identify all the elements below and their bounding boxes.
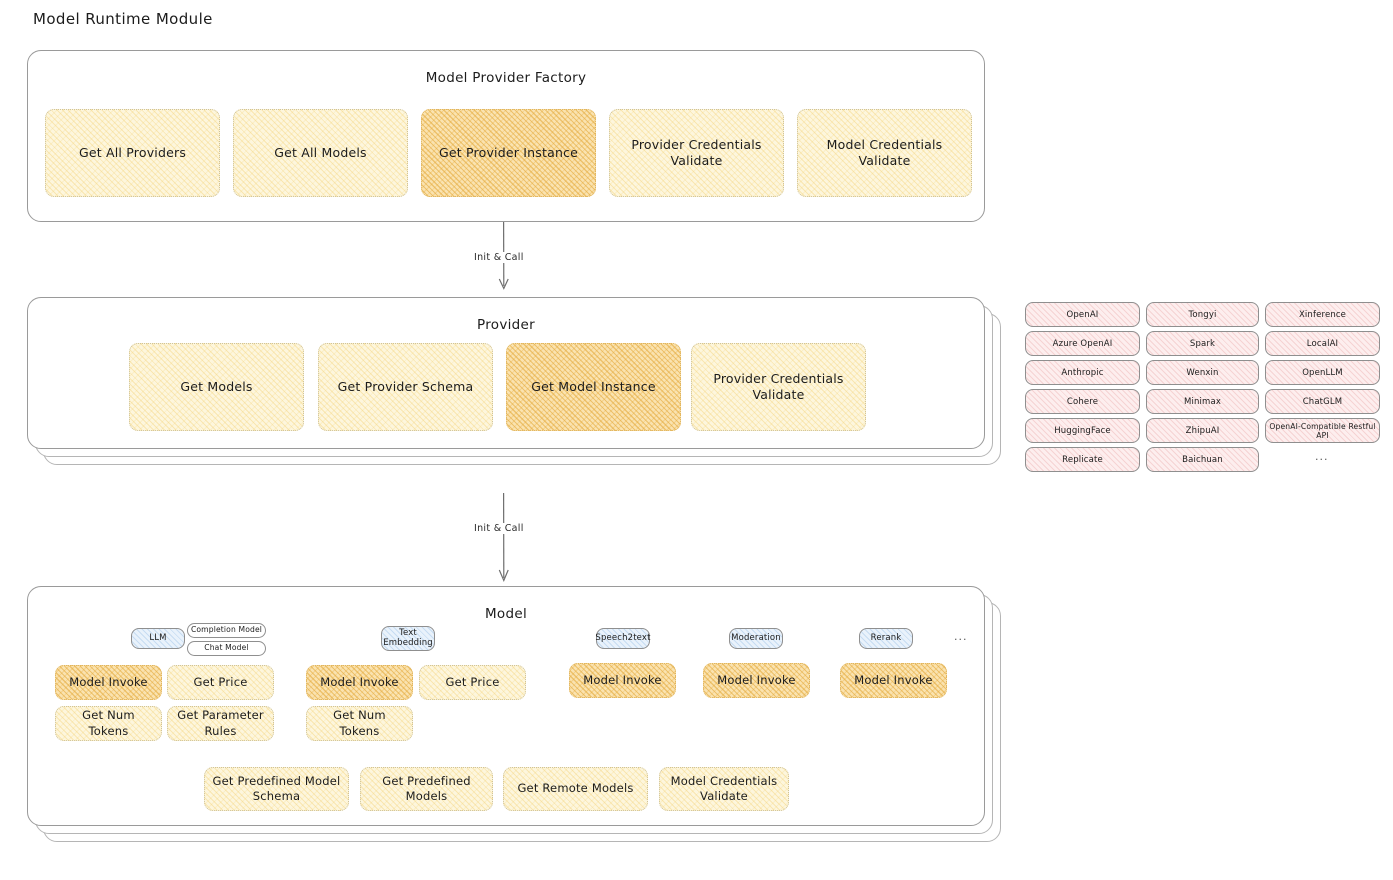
method-box-get-provider-schema[interactable]: Get Provider Schema xyxy=(318,343,493,431)
model-panel: Model LLM Completion Model Chat Model Mo… xyxy=(27,586,985,826)
model-sub-badge-completion-model[interactable]: Completion Model xyxy=(187,623,266,638)
model-type-badge-llm[interactable]: LLM xyxy=(131,628,185,649)
model-type-badge-moderation[interactable]: Moderation xyxy=(729,628,783,649)
provider-chip-localai[interactable]: LocalAI xyxy=(1265,331,1380,356)
method-box-llm-get-num-tokens[interactable]: Get Num Tokens xyxy=(55,706,162,741)
method-box-get-all-models[interactable]: Get All Models xyxy=(233,109,408,197)
provider-chip-anthropic[interactable]: Anthropic xyxy=(1025,360,1140,385)
provider-chip-replicate[interactable]: Replicate xyxy=(1025,447,1140,472)
model-provider-factory-panel: Model Provider Factory Get All Providers… xyxy=(27,50,985,222)
model-sub-badge-chat-model[interactable]: Chat Model xyxy=(187,641,266,656)
method-box-llm-get-price[interactable]: Get Price xyxy=(167,665,274,700)
provider-chip-openllm[interactable]: OpenLLM xyxy=(1265,360,1380,385)
method-box-text-embedding-model-invoke[interactable]: Model Invoke xyxy=(306,665,413,700)
method-box-get-all-providers[interactable]: Get All Providers xyxy=(45,109,220,197)
method-box-get-predefined-model-schema[interactable]: Get Predefined Model Schema xyxy=(204,767,349,811)
method-box-text-embedding-get-price[interactable]: Get Price xyxy=(419,665,526,700)
method-box-rerank-model-invoke[interactable]: Model Invoke xyxy=(840,663,947,698)
method-box-provider-credentials-validate-2[interactable]: Provider Credentials Validate xyxy=(691,343,866,431)
model-type-badge-speech2text[interactable]: Speech2text xyxy=(595,628,650,649)
model-title: Model xyxy=(484,606,528,622)
model-provider-factory-title: Model Provider Factory xyxy=(425,70,587,86)
provider-chip-wenxin[interactable]: Wenxin xyxy=(1146,360,1259,385)
method-box-model-credentials-validate[interactable]: Model Credentials Validate xyxy=(797,109,972,197)
method-box-moderation-model-invoke[interactable]: Model Invoke xyxy=(703,663,810,698)
provider-chip-zhipuai[interactable]: ZhipuAI xyxy=(1146,418,1259,443)
arrow-provider-to-model xyxy=(498,492,509,583)
method-box-text-embedding-get-num-tokens[interactable]: Get Num Tokens xyxy=(306,706,413,741)
method-box-get-predefined-models[interactable]: Get Predefined Models xyxy=(360,767,493,811)
provider-chip-openai-compatible-restful-api[interactable]: OpenAI-Compatible Restful API xyxy=(1265,418,1380,443)
provider-chip-xinference[interactable]: Xinference xyxy=(1265,302,1380,327)
method-box-llm-get-parameter-rules[interactable]: Get Parameter Rules xyxy=(167,706,274,741)
method-box-get-models[interactable]: Get Models xyxy=(129,343,304,431)
provider-chip-chatglm[interactable]: ChatGLM xyxy=(1265,389,1380,414)
arrow-label-init-and-call-2: Init & Call xyxy=(471,523,527,534)
model-types-more-ellipsis: ... xyxy=(954,630,968,643)
provider-chip-azure-openai[interactable]: Azure OpenAI xyxy=(1025,331,1140,356)
method-box-get-provider-instance[interactable]: Get Provider Instance xyxy=(421,109,596,197)
provider-chip-baichuan[interactable]: Baichuan xyxy=(1146,447,1259,472)
provider-chip-cohere[interactable]: Cohere xyxy=(1025,389,1140,414)
arrow-label-init-and-call-1: Init & Call xyxy=(471,252,527,263)
provider-chip-spark[interactable]: Spark xyxy=(1146,331,1259,356)
provider-title: Provider xyxy=(477,317,535,333)
provider-panel-stack: Provider Get Models Get Provider Schema … xyxy=(27,297,1017,477)
method-box-get-remote-models[interactable]: Get Remote Models xyxy=(503,767,648,811)
method-box-provider-credentials-validate[interactable]: Provider Credentials Validate xyxy=(609,109,784,197)
method-box-llm-model-invoke[interactable]: Model Invoke xyxy=(55,665,162,700)
model-type-badge-rerank[interactable]: Rerank xyxy=(859,628,913,649)
provider-chip-tongyi[interactable]: Tongyi xyxy=(1146,302,1259,327)
page-title: Model Runtime Module xyxy=(33,10,213,28)
provider-list-more-ellipsis: ... xyxy=(1315,450,1329,463)
model-type-badge-text-embedding[interactable]: Text Embedding xyxy=(381,626,435,651)
provider-chip-openai[interactable]: OpenAI xyxy=(1025,302,1140,327)
model-panel-stack: Model LLM Completion Model Chat Model Mo… xyxy=(27,586,1022,851)
method-box-model-credentials-validate-3[interactable]: Model Credentials Validate xyxy=(659,767,789,811)
provider-chip-huggingface[interactable]: HuggingFace xyxy=(1025,418,1140,443)
method-box-speech2text-model-invoke[interactable]: Model Invoke xyxy=(569,663,676,698)
method-box-get-model-instance[interactable]: Get Model Instance xyxy=(506,343,681,431)
provider-panel: Provider Get Models Get Provider Schema … xyxy=(27,297,985,449)
provider-chip-minimax[interactable]: Minimax xyxy=(1146,389,1259,414)
provider-list: OpenAI Azure OpenAI Anthropic Cohere Hug… xyxy=(1025,300,1380,475)
